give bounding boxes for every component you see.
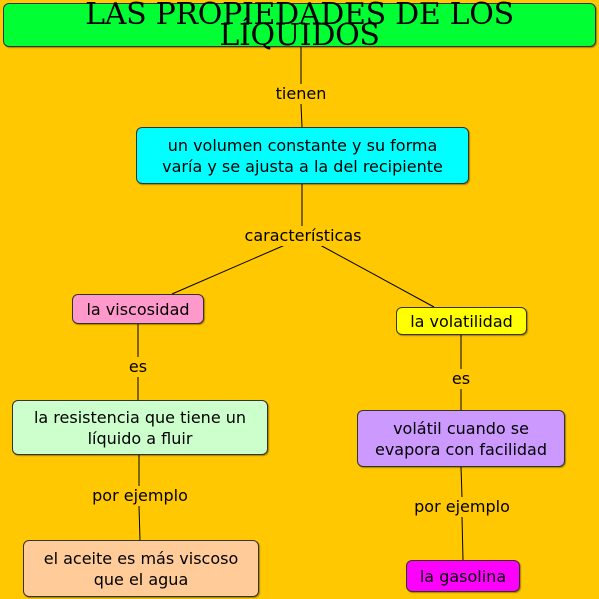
resistance-node: la resistencia que tiene un líquido a fl… — [12, 400, 268, 455]
volatile-line-1: volátil cuando se — [393, 418, 529, 438]
volume-line-2: varía y se ajusta a la del recipiente — [162, 156, 443, 176]
title-node: LAS PROPIEDADES DE LOS LÍQUIDOS — [3, 0, 596, 53]
line-caracteristicas-volatility — [319, 244, 435, 308]
line-ejemplo-oil — [138, 505, 141, 541]
volume-line-1: un volumen constante y su forma — [167, 135, 438, 155]
oil-line-1: el aceite es más viscoso — [43, 548, 239, 568]
resistance-line-2: líquido a fluir — [87, 428, 193, 448]
line-ejemplo-gasoline — [461, 516, 464, 561]
volatile-line-2: evapora con facilidad — [374, 439, 548, 459]
volatility-node: la volatilidad — [396, 307, 527, 335]
viscosity-text: la viscosidad — [86, 299, 190, 319]
link-label-es-left: es — [126, 357, 150, 377]
link-label-ejemplo-right: por ejemplo — [412, 497, 512, 517]
oil-node: el aceite es más viscoso que el agua — [23, 540, 259, 597]
gasoline-text: la gasolina — [419, 566, 507, 586]
viscosity-node: la viscosidad — [72, 294, 204, 324]
link-label-tienen: tienen — [273, 84, 329, 104]
resistance-line-1: la resistencia que tiene un — [33, 407, 247, 427]
volatility-text: la volatilidad — [410, 311, 513, 331]
line-volatile-ejemplo — [460, 466, 463, 498]
title-text: LAS PROPIEDADES DE LOS LÍQUIDOS — [85, 0, 514, 53]
volume-node: un volumen constante y su forma varía y … — [136, 127, 469, 184]
oil-line-2: que el agua — [93, 569, 189, 589]
line-caracteristicas-viscosity — [171, 244, 286, 295]
gasoline-node: la gasolina — [406, 560, 520, 592]
volatile-node: volátil cuando se evapora con facilidad — [357, 410, 565, 467]
link-label-ejemplo-left: por ejemplo — [90, 486, 190, 506]
line-tienen-volume — [300, 103, 303, 128]
link-label-caracteristicas: características — [242, 226, 364, 246]
link-label-es-right: es — [449, 369, 473, 389]
